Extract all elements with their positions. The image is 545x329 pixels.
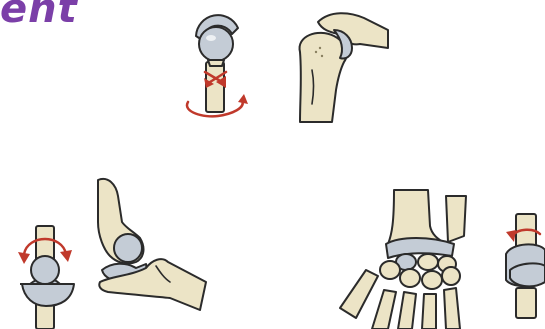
wrist-joint-illustration: [340, 190, 466, 329]
pivot-joint-model: [506, 214, 545, 318]
hinge-joint-model: [18, 226, 74, 329]
shoulder-joint-illustration: [300, 13, 388, 122]
elbow-joint-illustration: [98, 179, 206, 310]
ball-and-socket-joint-model: [187, 15, 248, 116]
